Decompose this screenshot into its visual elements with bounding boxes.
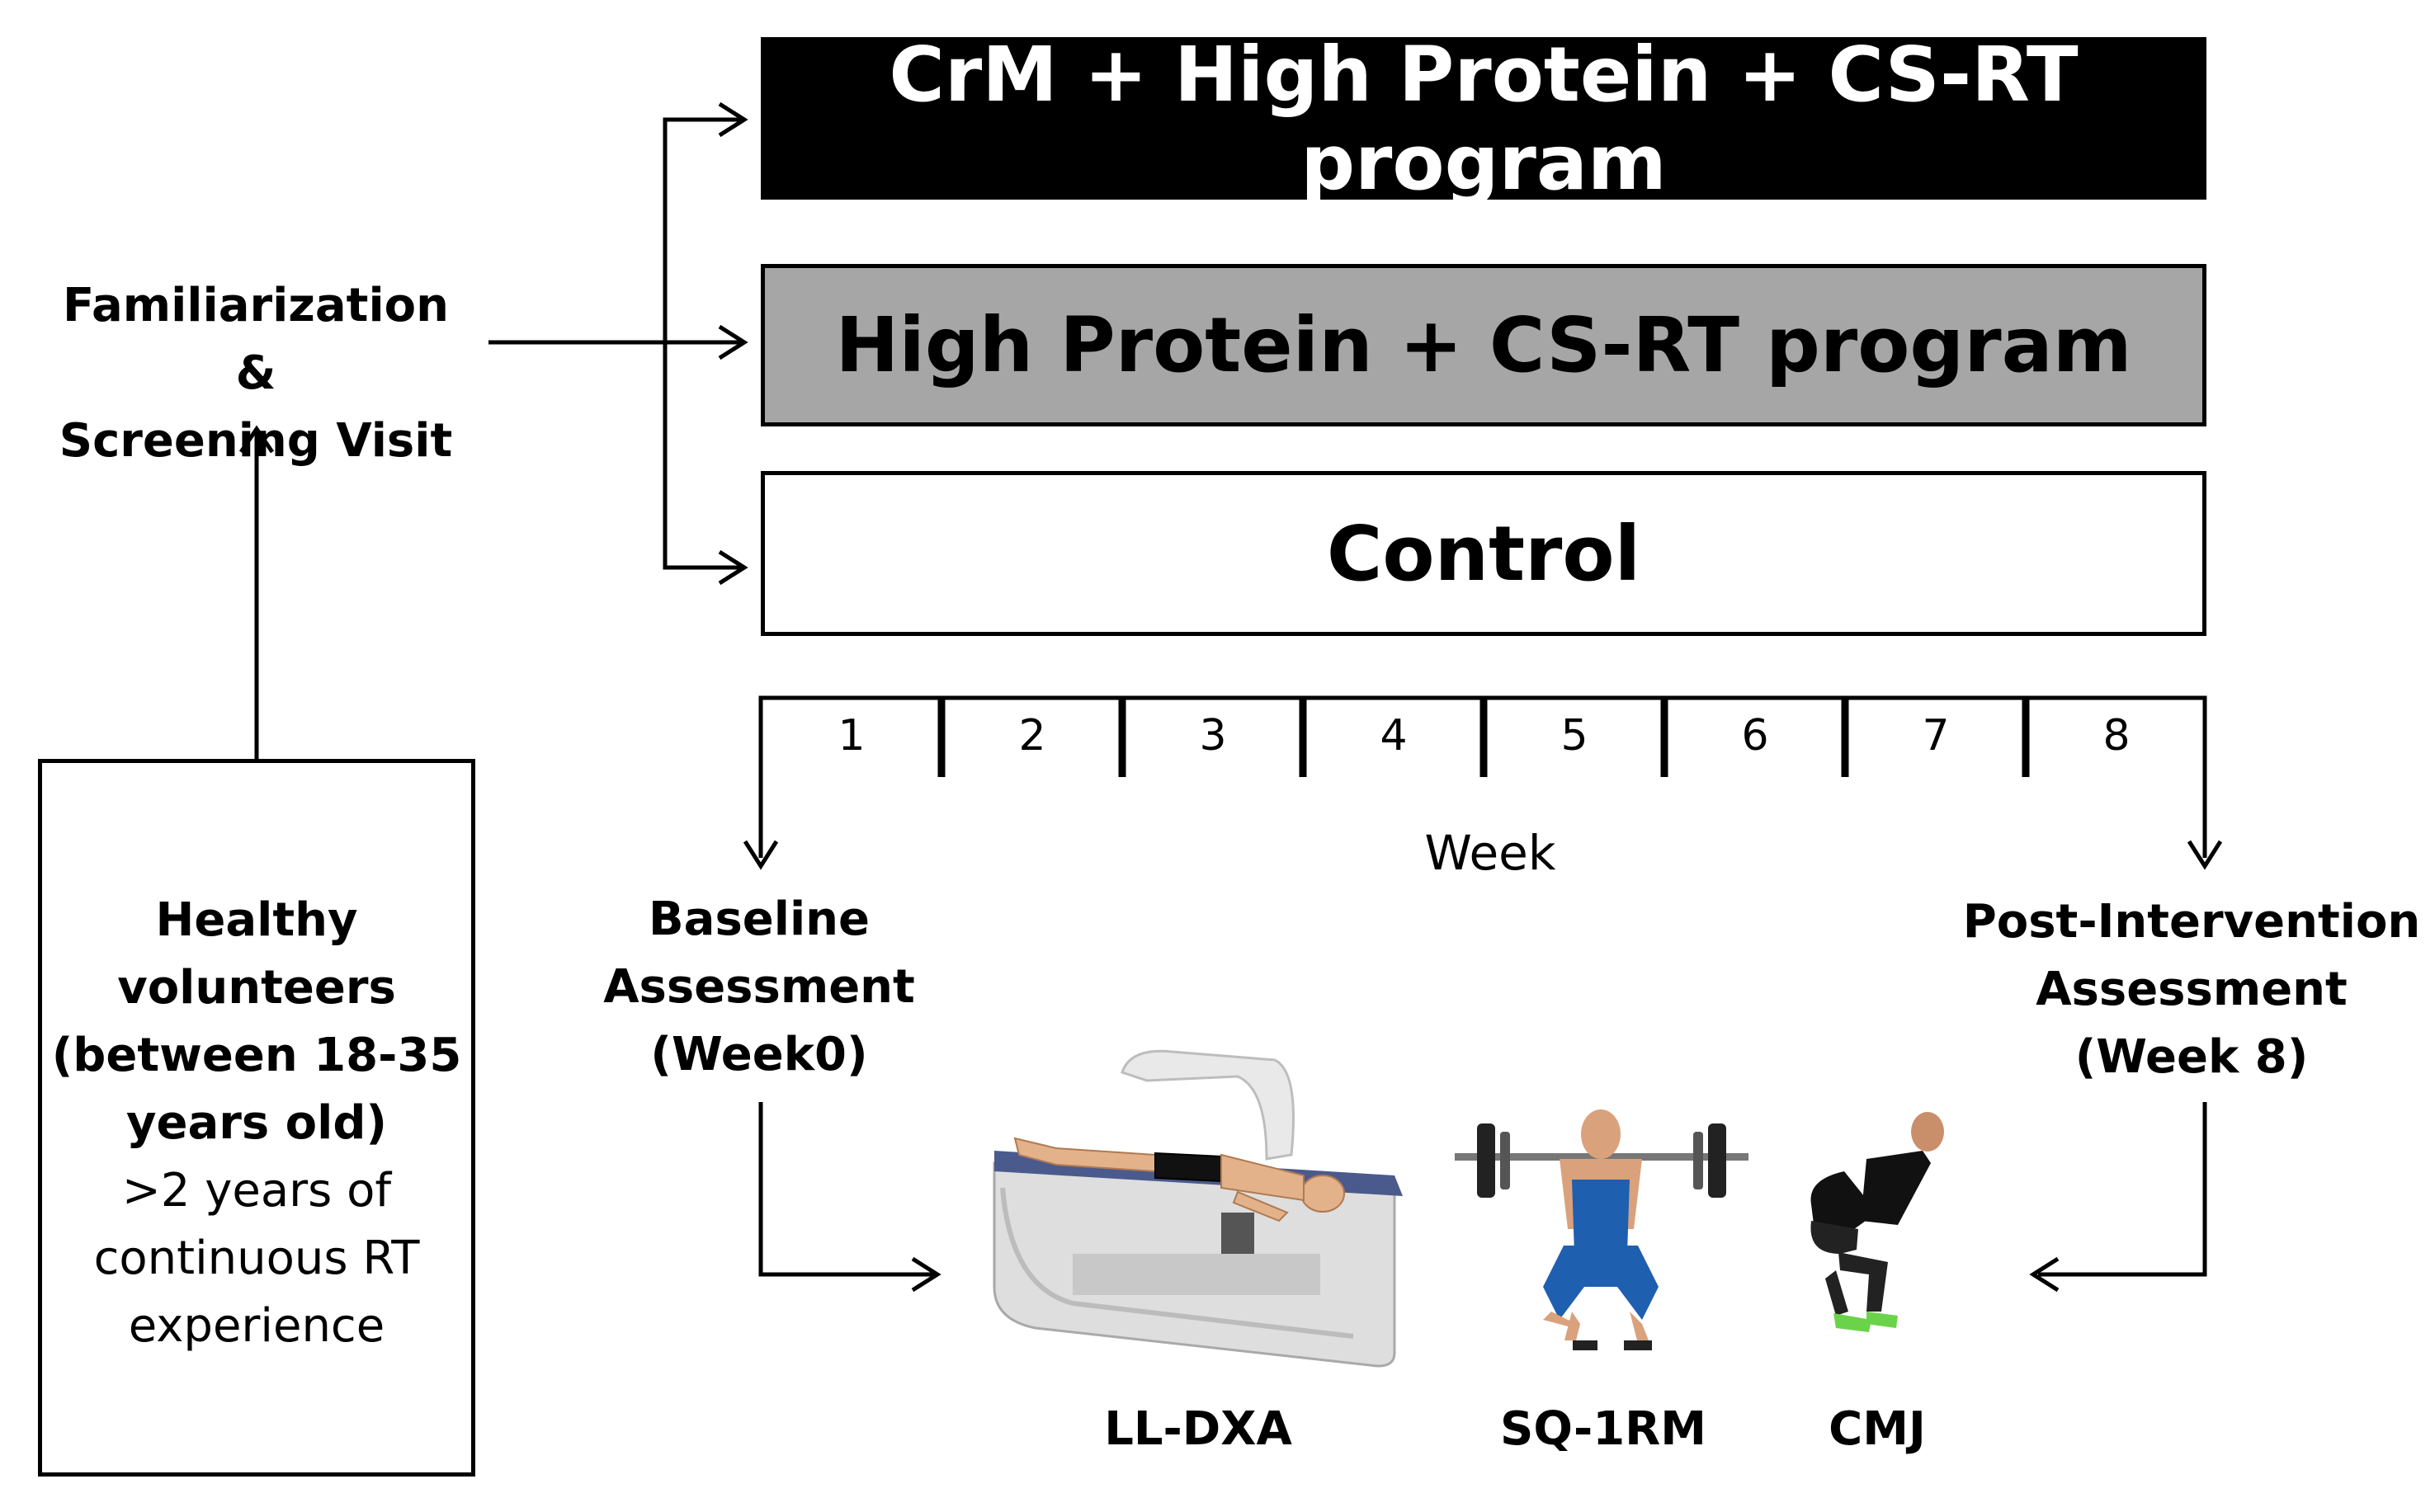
baseline-to-measures-arrow	[758, 1102, 934, 1277]
dxa-label: LL-DXA	[1104, 1402, 1292, 1456]
squat-label: SQ-1RM	[1499, 1402, 1707, 1456]
post-intervention-assessment-label: Post-Intervention Assessment (Week 8)	[1962, 895, 2421, 1084]
baseline-assessment-label: Baseline Assessment (Week0)	[603, 893, 915, 1081]
squat-lifter-icon	[1455, 1109, 1748, 1350]
control-group-box: Control	[761, 471, 2206, 636]
protein-group-box: High Protein + CS-RT program	[761, 264, 2206, 426]
week-axis-label: Week	[1424, 825, 1556, 881]
week-label-3: 3	[1199, 711, 1227, 761]
arrowhead-right	[718, 549, 748, 586]
week-label-6: 6	[1741, 711, 1769, 761]
bracket-line	[663, 117, 743, 570]
post-to-measures-arrow	[2038, 1102, 2207, 1277]
week-label-1: 1	[838, 711, 866, 761]
arrowhead-down	[2187, 840, 2223, 870]
arrowhead-right	[718, 324, 748, 360]
week-label-2: 2	[1018, 711, 1046, 761]
crm-group-label: CrM + High Protein + CS-RT program	[889, 30, 2079, 207]
arrowhead-left	[2029, 1256, 2060, 1293]
week-label-8: 8	[2102, 711, 2131, 761]
week-label-7: 7	[1922, 711, 1950, 761]
arrowhead-up	[238, 425, 275, 454]
participants-text: Healthy volunteers (between 18-35 years …	[51, 893, 462, 1353]
jumper-icon	[1810, 1112, 1944, 1332]
screening-visit-label: Familiarization & Screening Visit	[59, 279, 453, 468]
patient-figure-icon	[1013, 1137, 1345, 1222]
week-label-4: 4	[1380, 711, 1408, 761]
week-label-5: 5	[1560, 711, 1588, 761]
arrowhead-right	[718, 101, 748, 138]
arrowhead-right	[911, 1256, 941, 1293]
crm-group-box: CrM + High Protein + CS-RT program	[761, 31, 2206, 207]
control-group-label: Control	[1326, 509, 1641, 598]
arrowhead-down	[743, 840, 779, 870]
dxa-scanner-icon	[993, 1049, 1403, 1368]
participants-box: Healthy volunteers (between 18-35 years …	[38, 759, 475, 1477]
protein-group-label: High Protein + CS-RT program	[835, 301, 2132, 389]
cmj-label: CMJ	[1829, 1402, 1926, 1456]
